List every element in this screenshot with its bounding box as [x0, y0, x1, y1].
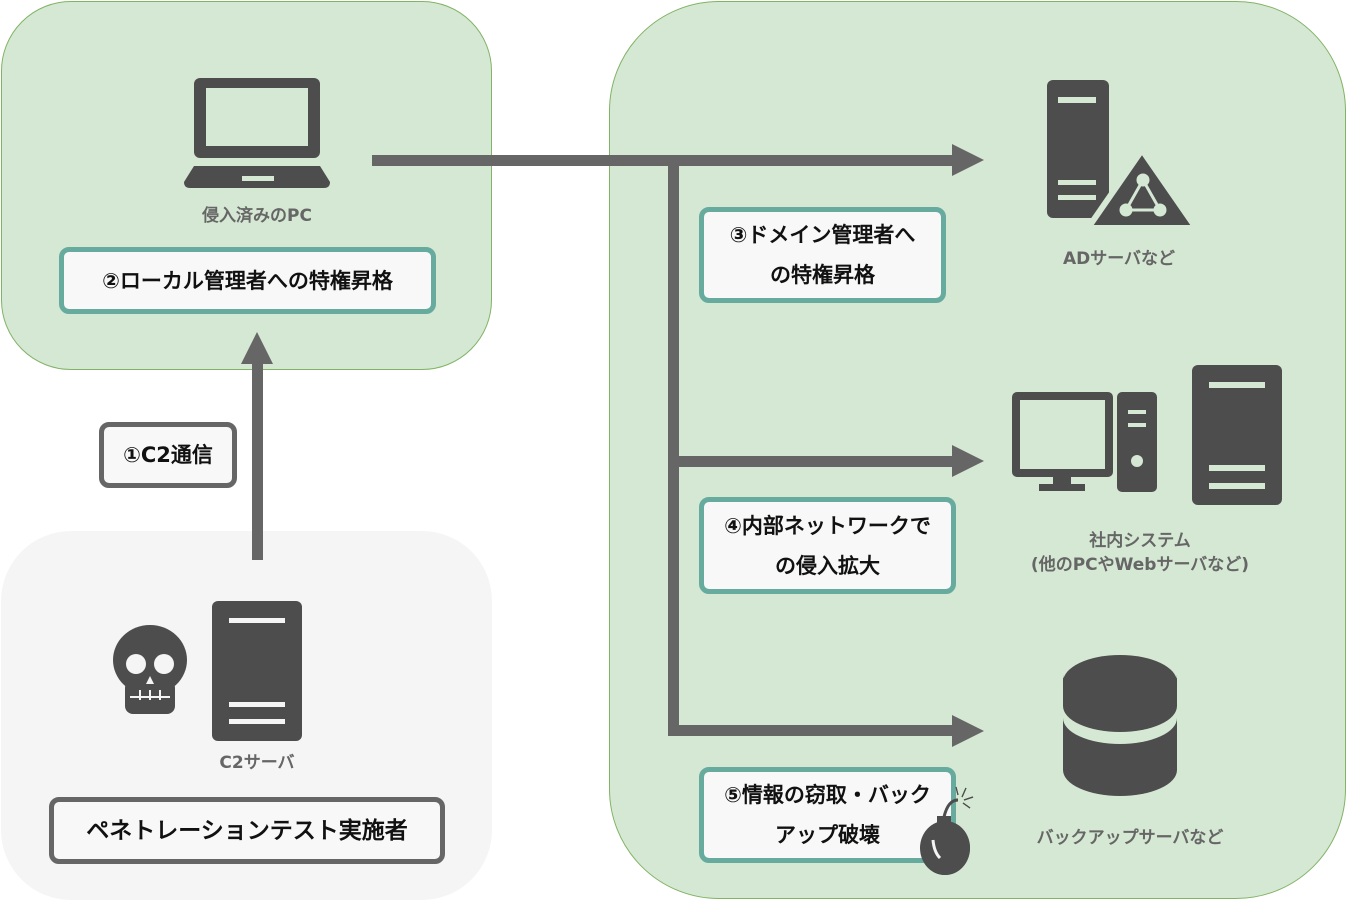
internal-systems-label: 社内システム (他のPCやWebサーバなど) [1000, 529, 1280, 577]
step3-line2: の特権昇格 [770, 263, 875, 287]
compromised-pc-label: 侵入済みのPC [202, 206, 312, 226]
internal-server-icon [1192, 365, 1282, 505]
laptop-icon [184, 78, 330, 188]
trunk-vertical [668, 155, 679, 735]
step5-exfiltration-backup-destruction: ⑤情報の窃取・バック アップ破壊 [699, 767, 956, 863]
step4-line1: ④内部ネットワークで [724, 513, 931, 538]
step5-line2: アップ破壊 [775, 823, 880, 847]
trunk-horizontal [372, 155, 957, 166]
internal-arrowhead [952, 445, 984, 477]
ad-arrowhead [952, 144, 984, 176]
backup-arrowhead [952, 715, 984, 747]
c2-server-label: C2サーバ [219, 753, 295, 773]
c2-connection-line [252, 362, 263, 560]
step3-line1: ③ドメイン管理者へ [729, 223, 916, 247]
internal-systems-label-line1: 社内システム [1089, 531, 1191, 551]
c2-server-icon [212, 601, 302, 741]
step3-privilege-escalation-domain: ③ドメイン管理者へ の特権昇格 [699, 207, 946, 303]
desktop-icon [1012, 392, 1157, 492]
pentester-label: ペネトレーションテスト実施者 [49, 797, 445, 864]
ad-server-icon [1047, 80, 1202, 231]
c2-arrowhead [241, 332, 273, 364]
step2-privilege-escalation-local: ②ローカル管理者への特権昇格 [59, 247, 436, 314]
internal-systems-label-line2: (他のPCやWebサーバなど) [1030, 555, 1250, 575]
step5-line1: ⑤情報の窃取・バック [724, 783, 931, 807]
database-icon [1063, 655, 1177, 796]
skull-icon [113, 625, 187, 714]
step1-c2-communication: ①C2通信 [99, 422, 237, 488]
step4-line2: の侵入拡大 [775, 553, 880, 578]
backup-branch [668, 725, 958, 736]
ad-server-label: ADサーバなど [1062, 249, 1176, 269]
backup-server-label: バックアップサーバなど [1036, 828, 1224, 848]
step4-lateral-movement: ④内部ネットワークで の侵入拡大 [699, 497, 956, 594]
internal-branch [668, 456, 958, 467]
